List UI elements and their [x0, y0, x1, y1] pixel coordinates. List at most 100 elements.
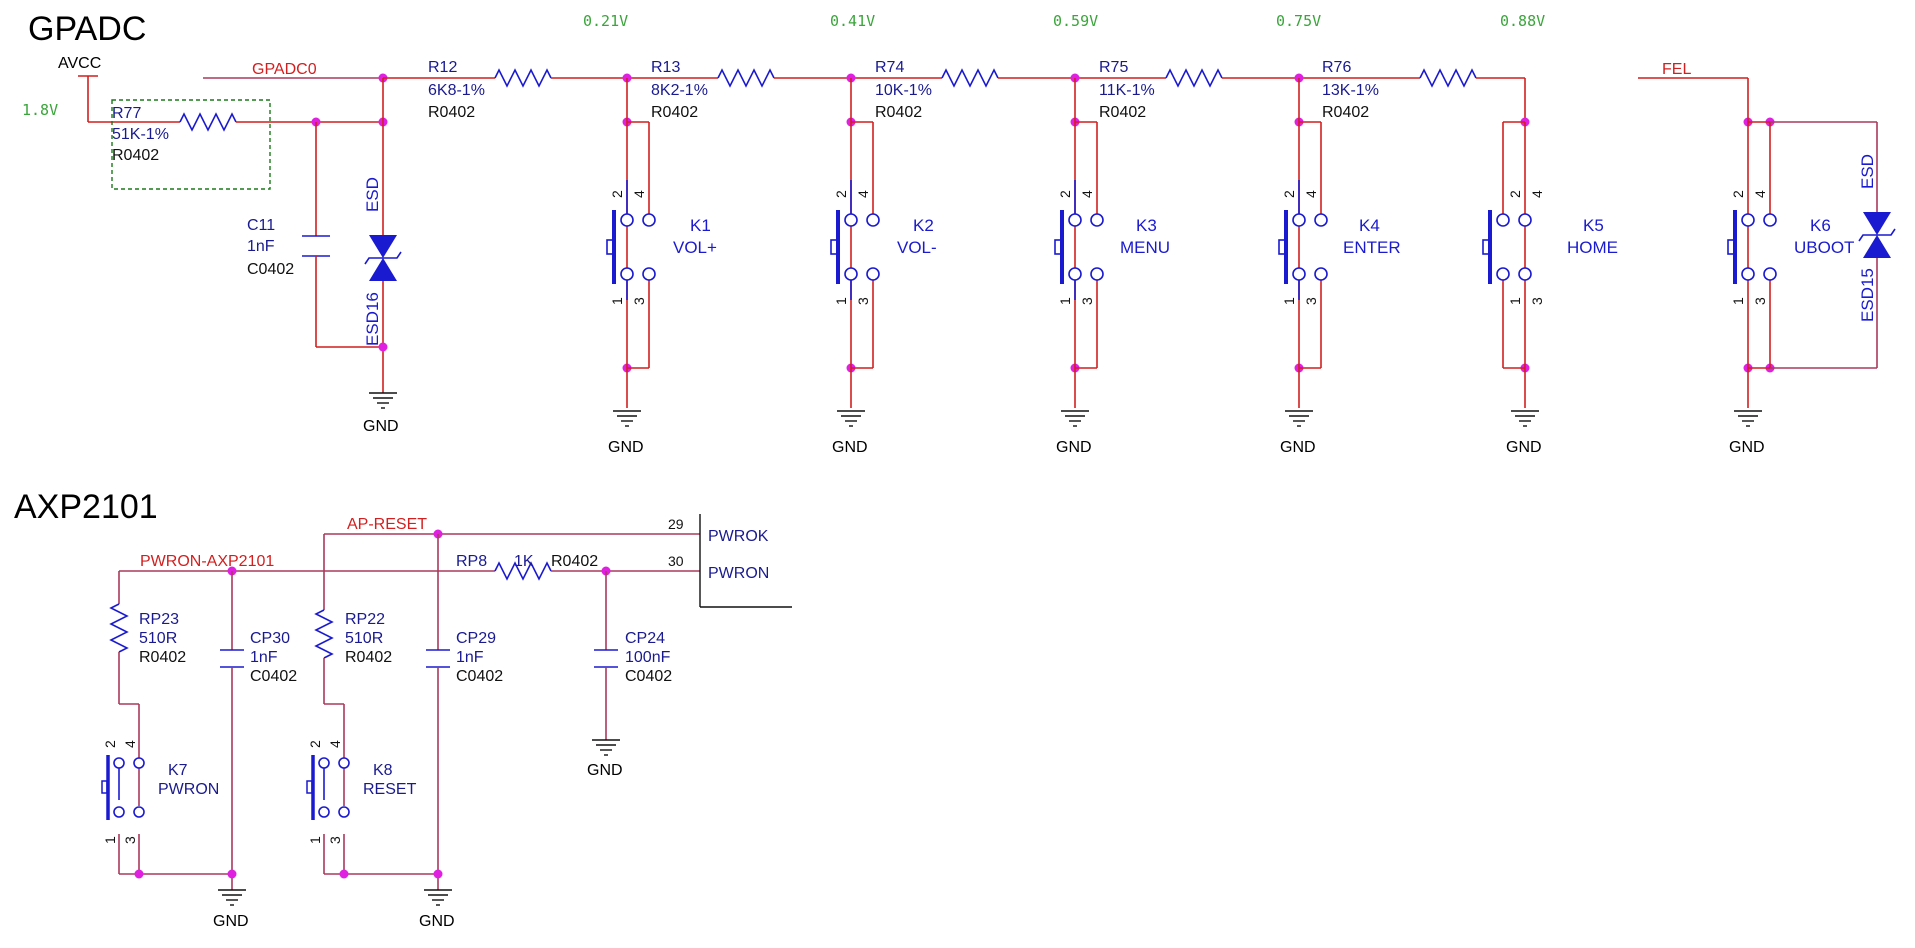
key-contact: [1518, 213, 1532, 227]
key-plunger: [1278, 239, 1286, 255]
key-contact: [133, 757, 145, 769]
node-voltage-2: 0.41V: [830, 12, 875, 30]
r13-resistor: [717, 68, 775, 88]
junction-dot: [134, 869, 144, 879]
key-contact: [1741, 267, 1755, 281]
key-contact: [1741, 213, 1755, 227]
key-label: HOME: [1567, 238, 1618, 257]
rp8-ref: RP8: [456, 553, 487, 570]
pin-3-label: 3: [1303, 297, 1319, 305]
r74-value: 10K-1%: [875, 82, 932, 99]
pin-3-label: 3: [1079, 297, 1095, 305]
pin-4-label: 4: [631, 190, 647, 198]
pin-2-label: 2: [1507, 190, 1523, 198]
rp22-ref: RP22: [345, 611, 385, 628]
key-k5[interactable]: 2 4 1 3 K5 HOME GND: [1482, 117, 1618, 457]
ground-icon: [591, 739, 621, 756]
key-k2[interactable]: 2 4 1 3 K2 VOL- GND: [830, 73, 937, 457]
ground-icon: [612, 410, 642, 427]
key-ref: K2: [913, 216, 934, 235]
pin-3-label: 3: [855, 297, 871, 305]
key-ref: K8: [373, 762, 393, 779]
axp2101-section-title: AXP2101: [14, 488, 158, 526]
pin-2-label: 2: [1057, 190, 1073, 198]
key-ref: K5: [1583, 216, 1604, 235]
r76-package: R0402: [1322, 104, 1369, 121]
key-label: VOL-: [897, 238, 937, 257]
pin-3-label: 3: [327, 836, 343, 844]
key-contact: [1314, 213, 1328, 227]
pin-4-label: 4: [122, 740, 138, 748]
pin-3-label: 3: [122, 836, 138, 844]
node-voltage-3: 0.59V: [1053, 12, 1098, 30]
pin-2-label: 2: [102, 740, 118, 748]
ground-icon: [423, 889, 453, 906]
ic-pin-name: PWROK: [708, 528, 769, 545]
c11-ref: C11: [247, 217, 275, 234]
ground-icon: [1733, 410, 1763, 427]
key-plunger: [306, 780, 313, 794]
gnd-label: GND: [419, 913, 455, 930]
key-k7[interactable]: 2 4 1 3 K7 PWRON: [101, 703, 237, 879]
pin-1-label: 1: [1507, 297, 1523, 305]
r75-value: 11K-1%: [1099, 82, 1155, 99]
key-plunger: [1482, 239, 1490, 255]
pin-4-label: 4: [1752, 190, 1768, 198]
avcc-voltage-label: 1.8V: [22, 101, 58, 119]
cp30-ref: CP30: [250, 630, 290, 647]
key-k4[interactable]: 2 4 1 3 K4 ENTER GND: [1278, 73, 1401, 457]
key-plunger: [606, 239, 614, 255]
pin-1-label: 1: [833, 297, 849, 305]
junction-dot: [433, 869, 443, 879]
rp8-value: 1K: [514, 553, 534, 570]
key-contact: [1068, 213, 1082, 227]
key-contact: [866, 267, 880, 281]
gnd-label: GND: [1056, 439, 1092, 456]
cp24-value: 100nF: [625, 649, 671, 666]
cp29-value: 1nF: [456, 649, 484, 666]
key-k3[interactable]: 2 4 1 3 K3 MENU GND: [1054, 73, 1170, 457]
ground-icon: [836, 410, 866, 427]
cp29-ref: CP29: [456, 630, 496, 647]
rp8-package: R0402: [551, 553, 598, 570]
cp24-package: C0402: [625, 668, 672, 685]
cp29-package: C0402: [456, 668, 503, 685]
r75-package: R0402: [1099, 104, 1146, 121]
key-ref: K6: [1810, 216, 1831, 235]
r77-dashed-box: [111, 99, 271, 190]
r74-package: R0402: [875, 104, 922, 121]
r12-package: R0402: [428, 104, 475, 121]
rp23-package: R0402: [139, 649, 186, 666]
pin-2-label: 2: [307, 740, 323, 748]
key-ref: K1: [690, 216, 711, 235]
key-plunger: [1727, 239, 1735, 255]
gpadc0-net-label: GPADC0: [252, 61, 317, 78]
ground-icon: [1284, 410, 1314, 427]
r77-resistor: [179, 112, 237, 132]
r13-package: R0402: [651, 104, 698, 121]
gnd-label: GND: [363, 418, 399, 435]
key-contact: [1068, 267, 1082, 281]
pin-2-label: 2: [1281, 190, 1297, 198]
pin-3-label: 3: [631, 297, 647, 305]
esd16-cathode-bar: [364, 251, 402, 265]
key-contact: [844, 267, 858, 281]
r76-resistor: [1419, 68, 1477, 88]
pin-1-label: 1: [609, 297, 625, 305]
rp22-package: R0402: [345, 649, 392, 666]
key-k8[interactable]: 2 4 1 3 K8 RESET: [306, 703, 443, 879]
gnd-label: GND: [1280, 439, 1316, 456]
cp24-ref: CP24: [625, 630, 665, 647]
node-voltage-5: 0.88V: [1500, 12, 1545, 30]
key-contact: [1496, 213, 1510, 227]
rp8-resistor: [494, 561, 552, 581]
key-k1[interactable]: 2 4 1 3 K1 VOL+ GND: [606, 73, 717, 457]
r77-ref: R77: [112, 105, 141, 122]
key-contact: [113, 806, 125, 818]
key-label: ENTER: [1343, 238, 1401, 257]
key-plunger: [101, 780, 108, 794]
rp23-resistor: [109, 603, 129, 653]
key-contact: [1763, 267, 1777, 281]
node-voltage-4: 0.75V: [1276, 12, 1321, 30]
key-k6[interactable]: 2 4 1 3 K6 UBOOT GND: [1727, 78, 1854, 456]
